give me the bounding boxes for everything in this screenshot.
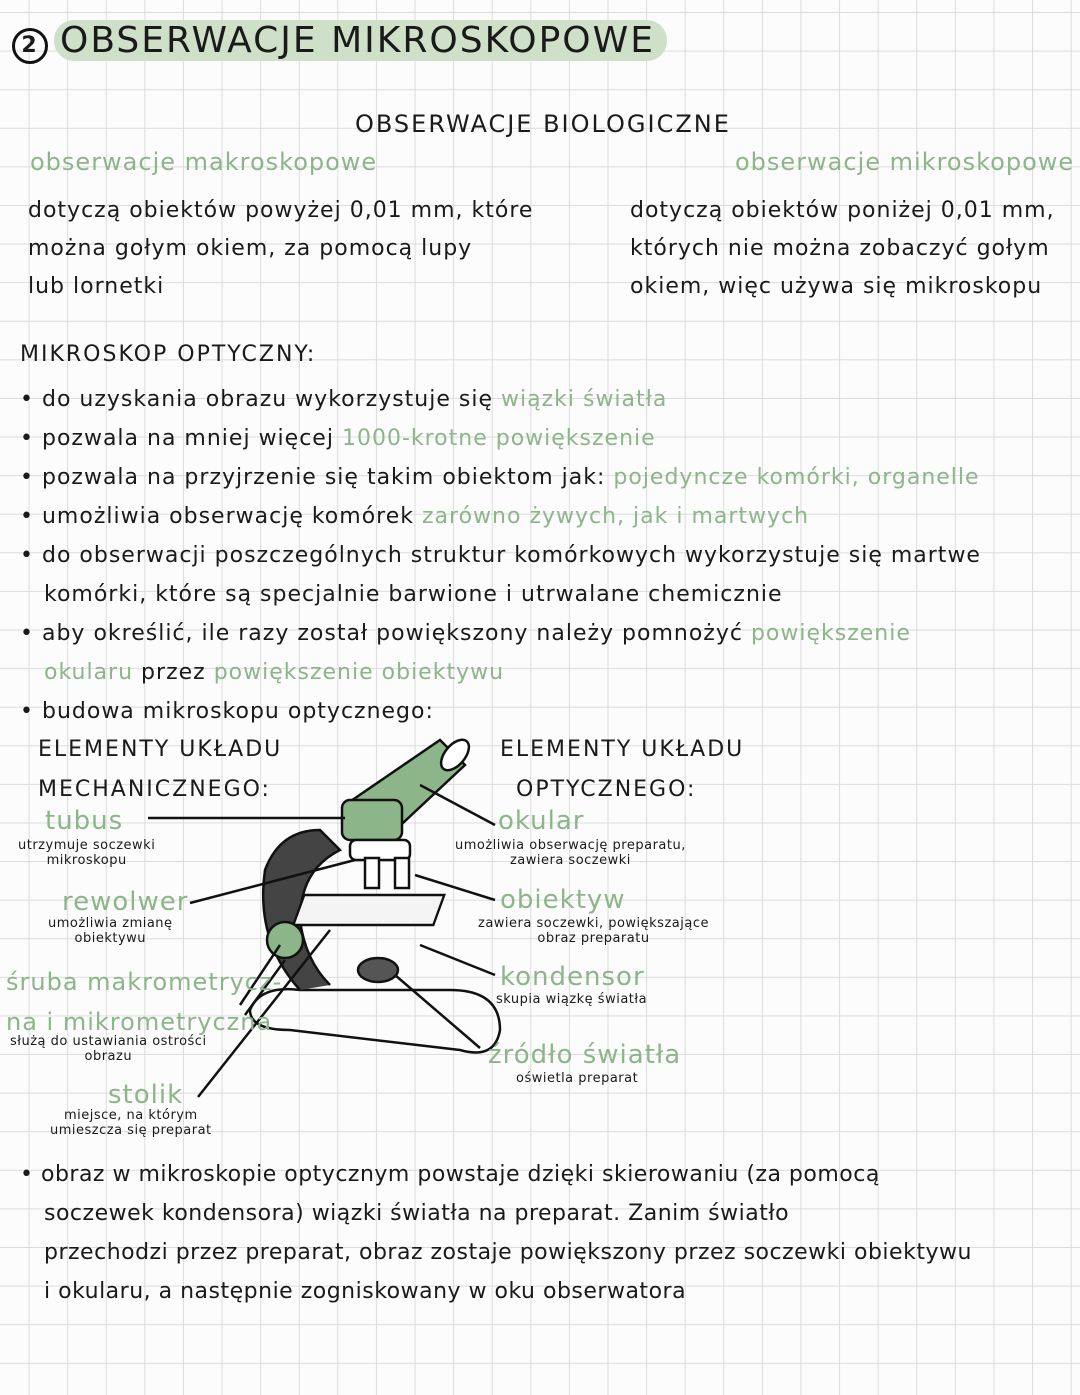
obiektyw-label: obiektyw: [500, 885, 626, 915]
okular-desc: umożliwia obserwację preparatu,zawiera s…: [455, 838, 686, 868]
bullet: • budowa mikroskopu optycznego:: [20, 699, 434, 724]
bullet: • aby określić, ile razy został powiększ…: [20, 621, 911, 646]
tubus-label: tubus: [45, 806, 124, 836]
section-number: 2: [12, 28, 48, 64]
okular-label: okular: [498, 806, 585, 836]
bullet: • pozwala na przyjrzenie się takim obiek…: [20, 465, 980, 490]
zrodlo-desc: oświetla preparat: [516, 1071, 639, 1086]
stolik-label: stolik: [108, 1080, 184, 1110]
center-heading: OBSERWACJE BIOLOGICZNE: [355, 110, 731, 138]
sruba-label: śruba makrometrycz-na i mikrometryczna: [6, 968, 283, 1036]
kondensor-label: kondensor: [500, 962, 645, 992]
section-title: MIKROSKOP OPTYCZNY:: [20, 342, 317, 367]
right-text: dotyczą obiektów poniżej 0,01 mm,których…: [630, 198, 1055, 299]
final-paragraph: • obraz w mikroskopie optycznym powstaje…: [20, 1162, 972, 1304]
knob: [265, 920, 305, 960]
bullet: • do uzyskania obrazu wykorzystuje się w…: [20, 387, 668, 412]
bullet: • pozwala na mniej więcej 1000-krotne po…: [20, 426, 656, 451]
right-title: obserwacje mikroskopowe: [735, 148, 1075, 176]
left-title: obserwacje makroskopowe: [30, 148, 378, 176]
bullet: • umożliwia obserwację komórek zarówno ż…: [20, 504, 810, 529]
zrodlo-label: źródło światła: [488, 1040, 682, 1070]
bullet: • do obserwacji poszczególnych struktur …: [20, 543, 981, 568]
base: [248, 987, 502, 1054]
rewolwer-label: rewolwer: [62, 887, 189, 917]
light-source: [356, 956, 400, 984]
kondensor-desc: skupia wiązkę światła: [496, 992, 648, 1007]
head: [340, 798, 404, 842]
stage: [291, 893, 446, 927]
bullet-list: • do uzyskania obrazu wykorzystuje się w…: [20, 380, 981, 731]
